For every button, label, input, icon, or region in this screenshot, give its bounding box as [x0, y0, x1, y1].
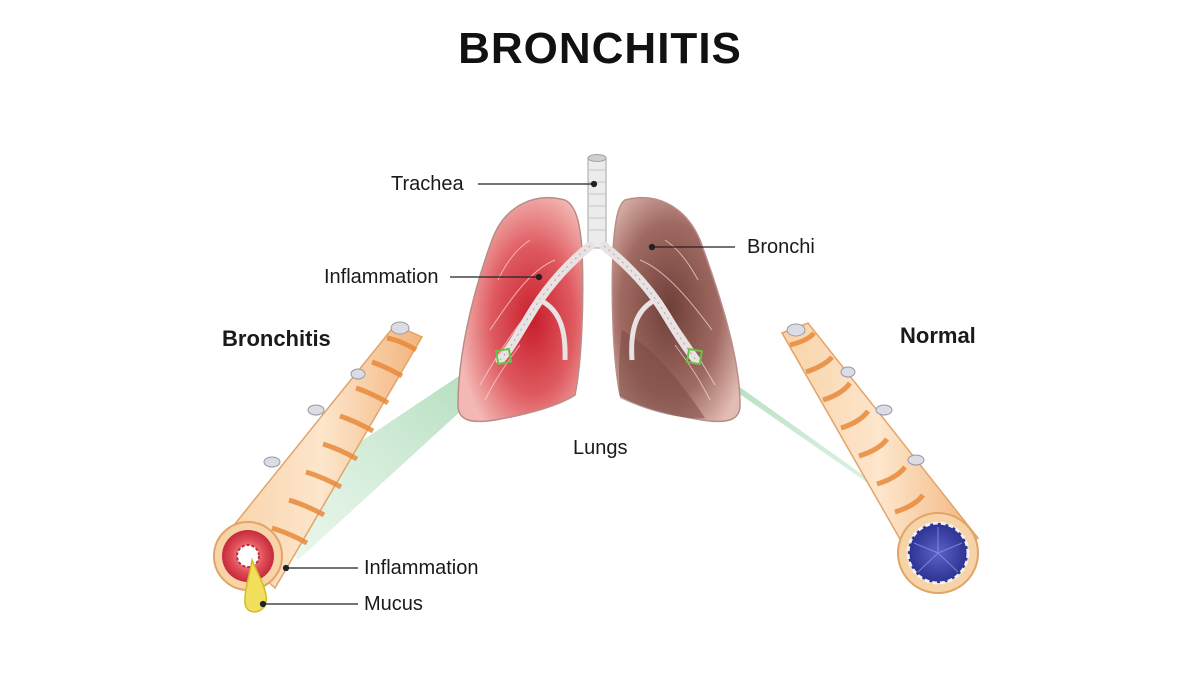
label-normal: Normal [900, 323, 976, 348]
normal-tube [780, 322, 980, 594]
lungs-illustration [457, 154, 741, 423]
magnifier-square-right [685, 347, 704, 366]
mucus-drop [244, 557, 267, 613]
label-bronchitis: Bronchitis [222, 326, 331, 351]
trachea-tube [587, 157, 607, 249]
label-bronchi: Bronchi [747, 236, 815, 258]
label-inflammation-tube: Inflammation [364, 557, 479, 579]
bronchitis-tube [213, 321, 424, 613]
magnifier-square-left [494, 347, 513, 366]
label-lungs: Lungs [573, 437, 628, 459]
inflamed-lung [457, 196, 584, 423]
page-title: BRONCHITIS [458, 24, 742, 73]
leader-lines [259, 180, 735, 608]
normal-lung-lower-lobe [618, 330, 705, 419]
label-mucus: Mucus [364, 593, 423, 615]
label-inflammation-lung: Inflammation [324, 266, 439, 288]
label-trachea: Trachea [391, 173, 464, 195]
